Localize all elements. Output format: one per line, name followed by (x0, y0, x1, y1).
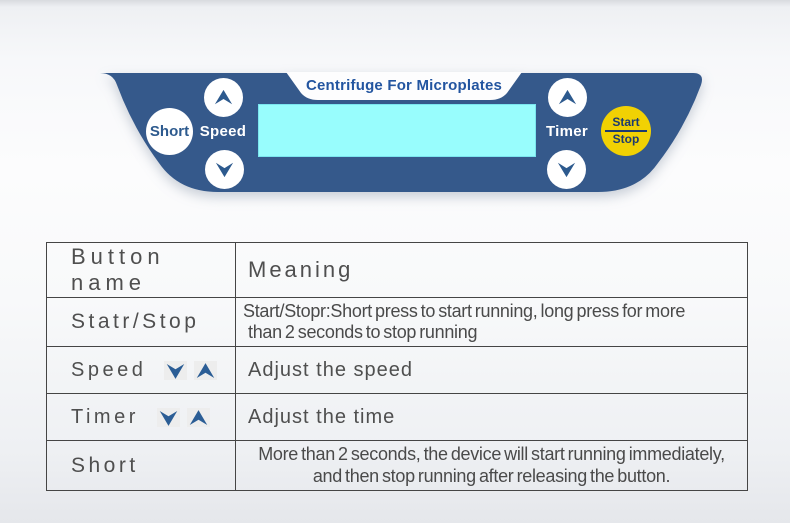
start-stop-button[interactable]: Start Stop (601, 106, 651, 156)
up-arrow-icon (189, 410, 208, 425)
row-button-name: Speed (71, 359, 234, 382)
up-arrow-icon (197, 363, 215, 378)
panel-title: Centrifuge For Microplates (305, 77, 503, 94)
button-legend-table: Button name Meaning Statr/Stop Start/Sto… (46, 242, 748, 491)
row-button-name: Short (46, 440, 236, 491)
stop-label: Stop (612, 132, 640, 146)
speed-down-button[interactable] (205, 150, 244, 189)
table-row: Short More than 2 seconds, the device wi… (46, 440, 748, 491)
speed-up-button[interactable] (204, 78, 243, 117)
row-button-name: Timer (71, 406, 234, 429)
start-label: Start (612, 114, 640, 129)
speed-label: Speed (199, 123, 247, 140)
row-button-name: Statr/Stop (46, 296, 236, 348)
row-meaning: Adjust the time (235, 393, 748, 442)
timer-down-button[interactable] (547, 150, 586, 189)
table-row: Statr/Stop Start/Stopr:Short press to st… (46, 296, 748, 348)
short-button[interactable]: Short (146, 108, 193, 155)
down-arrow-icon (557, 162, 576, 178)
header-meaning: Meaning (235, 242, 748, 298)
row-meaning: More than 2 seconds, the device will sta… (258, 444, 725, 486)
row-meaning: Start/Stopr:Short press to start running… (243, 301, 686, 343)
header-button-name: Button name (46, 242, 236, 298)
timer-up-button[interactable] (548, 78, 587, 117)
timer-label: Timer (545, 123, 589, 140)
table-row: Speed Adjust the speed (46, 346, 748, 395)
lcd-display (258, 104, 536, 157)
row-meaning: Adjust the speed (235, 346, 748, 395)
up-arrow-icon (214, 89, 233, 105)
panel-title-notch (286, 72, 522, 100)
table-header-row: Button name Meaning (46, 242, 748, 298)
down-arrow-icon (215, 162, 234, 178)
table-row: Timer Adjust the time (46, 393, 748, 442)
start-stop-divider (605, 130, 647, 132)
up-arrow-icon (558, 89, 577, 105)
timer-arrow-icons (156, 407, 210, 427)
short-button-label: Short (149, 123, 190, 140)
down-arrow-icon (159, 410, 178, 426)
down-arrow-icon (167, 363, 185, 379)
speed-arrow-icons (164, 360, 218, 380)
